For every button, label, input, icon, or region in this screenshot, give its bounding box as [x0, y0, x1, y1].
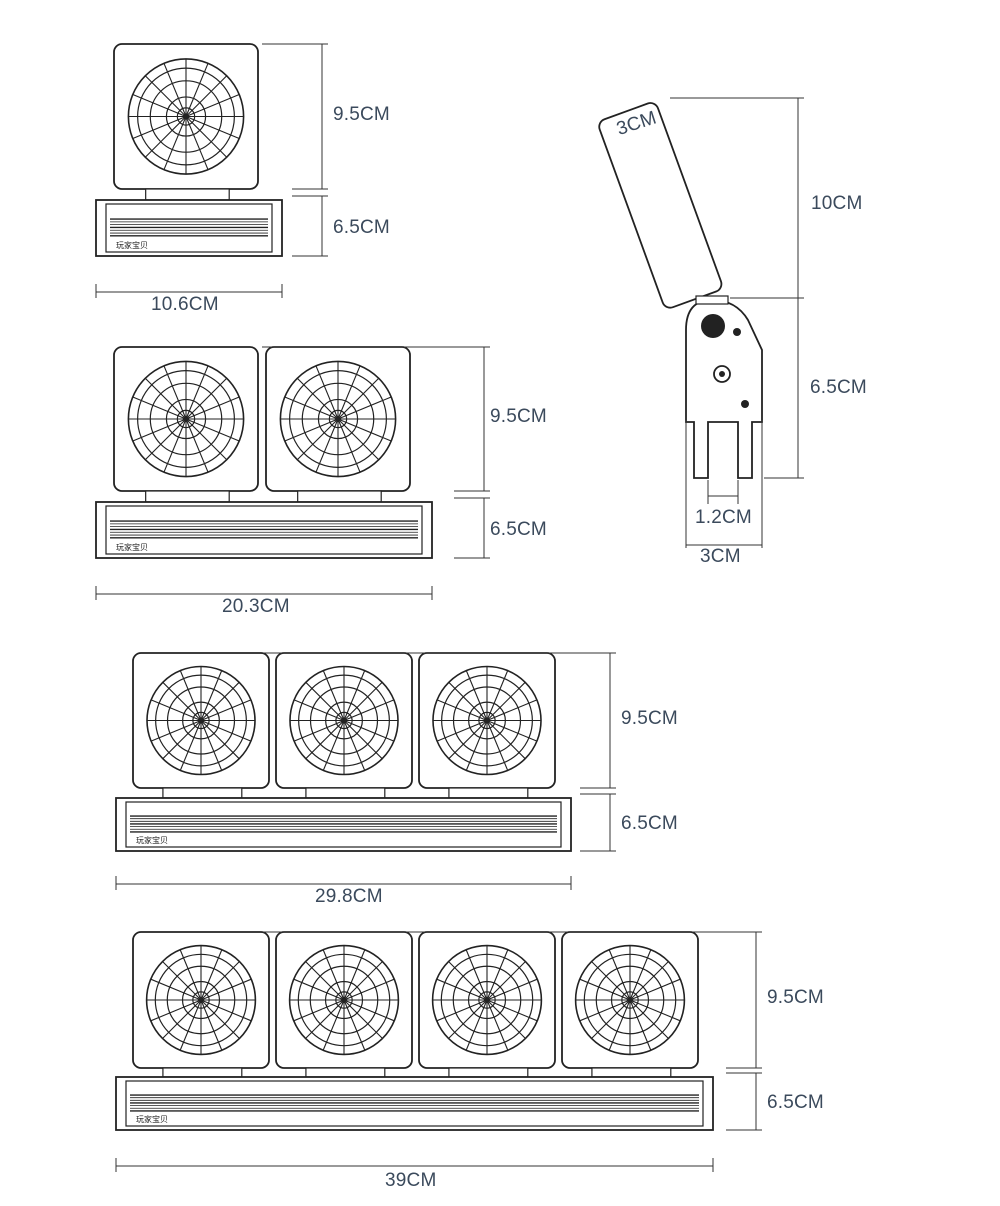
unit-4-width-label: 39CM — [385, 1170, 437, 1191]
fan-grille-icon — [289, 665, 399, 776]
fan-module — [265, 346, 411, 503]
fan-module — [113, 346, 259, 503]
clip-body — [685, 299, 763, 479]
fan-grille-icon — [279, 360, 397, 478]
screw-icon — [741, 400, 749, 408]
fan-unit-3: 玩家宝贝 — [115, 652, 616, 890]
side-panel-length-label: 10CM — [811, 193, 863, 214]
side-slot-width-label: 1.2CM — [695, 507, 752, 528]
fan-module — [275, 652, 413, 799]
fan-grille-icon — [431, 944, 543, 1056]
side-dimension-lines — [670, 97, 804, 548]
base-bar: 玩家宝贝 — [115, 797, 572, 852]
base-bar: 玩家宝贝 — [95, 501, 433, 559]
brand-text: 玩家宝贝 — [116, 542, 148, 552]
base-bar: 玩家宝贝 — [95, 199, 283, 257]
fan-module — [418, 931, 556, 1078]
fan-grille-icon — [146, 665, 256, 776]
unit-2-base-height-label: 6.5CM — [490, 519, 547, 540]
unit-1-width-label: 10.6CM — [151, 294, 219, 315]
fan-module — [275, 931, 413, 1078]
brand-text: 玩家宝贝 — [136, 1114, 168, 1124]
unit-2-fan-height-label: 9.5CM — [490, 406, 547, 427]
unit-1-base-height-label: 6.5CM — [333, 217, 390, 238]
fan-grille-icon — [288, 944, 400, 1056]
brand-text: 玩家宝贝 — [136, 835, 168, 845]
clip-panel — [598, 102, 723, 309]
fan-module — [561, 931, 699, 1078]
unit-3-base-height-label: 6.5CM — [621, 813, 678, 834]
unit-4-base-height-label: 6.5CM — [767, 1092, 824, 1113]
screw-icon — [733, 328, 741, 336]
fan-grille-icon — [145, 944, 257, 1056]
fan-grille-icon — [432, 665, 542, 776]
fan-grille-icon — [127, 58, 245, 175]
fan-unit-4: 玩家宝贝 — [115, 931, 762, 1172]
unit-3-fan-height-label: 9.5CM — [621, 708, 678, 729]
fan-unit-1: 玩家宝贝 — [95, 43, 328, 298]
fan-module — [418, 652, 556, 799]
hinge — [695, 295, 729, 305]
fan-grille-icon — [127, 360, 245, 478]
dimension-lines — [95, 346, 490, 600]
side-clip-height-label: 6.5CM — [810, 377, 867, 398]
unit-3-width-label: 29.8CM — [315, 886, 383, 907]
dimension-lines — [95, 43, 328, 298]
fan-grille-icon — [574, 944, 686, 1056]
side-view — [598, 97, 804, 548]
fan-unit-2: 玩家宝贝 — [95, 346, 490, 600]
brand-text: 玩家宝贝 — [116, 240, 148, 250]
base-bar: 玩家宝贝 — [115, 1076, 714, 1131]
side-clip-width-label: 3CM — [700, 546, 741, 567]
dimension-lines — [115, 652, 616, 890]
dimension-lines — [115, 931, 762, 1172]
fan-module — [132, 652, 270, 799]
pivot-knob-icon — [701, 314, 725, 338]
unit-2-width-label: 20.3CM — [222, 596, 290, 617]
unit-1-fan-height-label: 9.5CM — [333, 104, 390, 125]
unit-4-fan-height-label: 9.5CM — [767, 987, 824, 1008]
fan-module — [132, 931, 270, 1078]
fan-module — [113, 43, 259, 201]
